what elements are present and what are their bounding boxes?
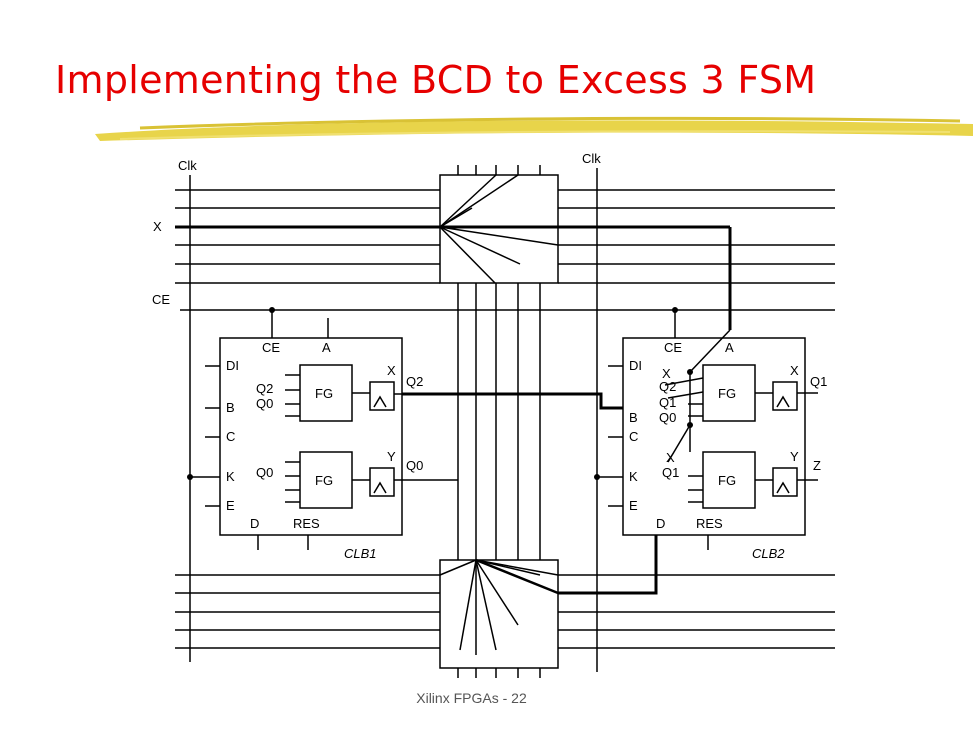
clb1-fg-bottom-label: FG — [315, 473, 333, 488]
clb1-block — [219, 337, 403, 536]
clb1-pin-res: RES — [293, 516, 320, 531]
clb1-out-x: X — [387, 363, 396, 378]
clb2-ff-x — [772, 381, 798, 411]
clb2-pin-d: D — [656, 516, 665, 531]
clb2-fg-top-label: FG — [718, 386, 736, 401]
q1-feedback-net — [558, 535, 658, 595]
clb2-ff-y-clock-icon — [776, 481, 790, 494]
clk-right-label: Clk — [582, 151, 601, 166]
clb2-pin-di: DI — [629, 358, 642, 373]
top-bus-right — [558, 189, 835, 284]
clb1-out-y: Y — [387, 449, 396, 464]
clb1-out-q2: Q2 — [406, 374, 423, 389]
switch-matrix-top-fan — [439, 174, 559, 284]
clb2-name: CLB2 — [752, 546, 785, 561]
clb2-ff-x-clock-icon — [776, 395, 790, 408]
q2-net — [402, 392, 623, 410]
clb1-in-q0b: Q0 — [256, 465, 273, 480]
slide-footer-text: Xilinx FPGAs - 22 — [416, 690, 527, 706]
clb1-pin-stubs — [190, 310, 329, 550]
slide-title: Implementing the BCD to Excess 3 FSM — [55, 58, 817, 102]
clb1-in-q2: Q2 — [256, 381, 273, 396]
clb1-pin-k: K — [226, 469, 235, 484]
clb1-pin-d: D — [250, 516, 259, 531]
bottom-bus — [175, 574, 835, 649]
clb2-out-q1: Q1 — [810, 374, 827, 389]
clb2-pin-ce: CE — [664, 340, 682, 355]
switch-matrix-top — [439, 174, 559, 284]
clb2-fg-bottom-label: FG — [718, 473, 736, 488]
clb2-pin-res: RES — [696, 516, 723, 531]
clb2-pin-b: B — [629, 410, 638, 425]
highlighted-nets — [175, 225, 732, 595]
clb1-ff-y — [369, 467, 395, 497]
clb2-pin-c: C — [629, 429, 638, 444]
clb2-ff-y — [772, 467, 798, 497]
clb1-pin-a: A — [322, 340, 331, 355]
top-bus-left — [175, 189, 440, 284]
switch-matrix-bottom-fan — [439, 559, 559, 655]
switch-matrix-bottom — [439, 559, 559, 669]
vertical-channel — [457, 283, 541, 560]
clb2-pin-k: K — [629, 469, 638, 484]
clb1-pin-ce: CE — [262, 340, 280, 355]
clb2-pin-a: A — [725, 340, 734, 355]
clb2-out-x: X — [790, 363, 799, 378]
clb1-ff-x-clock-icon — [373, 395, 387, 408]
clb1-in-q0: Q0 — [256, 396, 273, 411]
slide-footer: Xilinx FPGAs - 22 — [0, 690, 973, 706]
switch-matrix-top-stubs — [457, 165, 541, 175]
junction-dots — [187, 307, 693, 480]
clb2-in-q1: Q1 — [659, 395, 676, 410]
clb2-in-q1b: Q1 — [662, 465, 679, 480]
clb1-pin-di: DI — [226, 358, 239, 373]
clb2-pin-e: E — [629, 498, 638, 513]
clb2-in-q0: Q0 — [659, 410, 676, 425]
clb2-in-xb: X — [666, 450, 675, 465]
x-input-label: X — [153, 219, 162, 234]
clk-left-label: Clk — [178, 158, 197, 173]
clb2-pin-stubs — [597, 310, 709, 550]
clb1-fg-inputs — [285, 374, 370, 503]
clb1-pin-e: E — [226, 498, 235, 513]
clb2-in-q2: Q2 — [659, 379, 676, 394]
clb2-in-x: X — [662, 366, 671, 381]
clb1-ff-x — [369, 381, 395, 411]
ce-input-label: CE — [152, 292, 170, 307]
clb2-out-y: Y — [790, 449, 799, 464]
switch-matrix-bottom-stubs — [457, 668, 541, 678]
title-underline — [95, 116, 973, 141]
clb1-ff-y-clock-icon — [373, 481, 387, 494]
clb2-block — [622, 337, 806, 536]
clb1-name: CLB1 — [344, 546, 377, 561]
clb2-out-z: Z — [813, 458, 821, 473]
clb1-out-q0: Q0 — [406, 458, 423, 473]
clb1-pin-c: C — [226, 429, 235, 444]
clb1-pin-b: B — [226, 400, 235, 415]
clb1-fg-top-label: FG — [315, 386, 333, 401]
